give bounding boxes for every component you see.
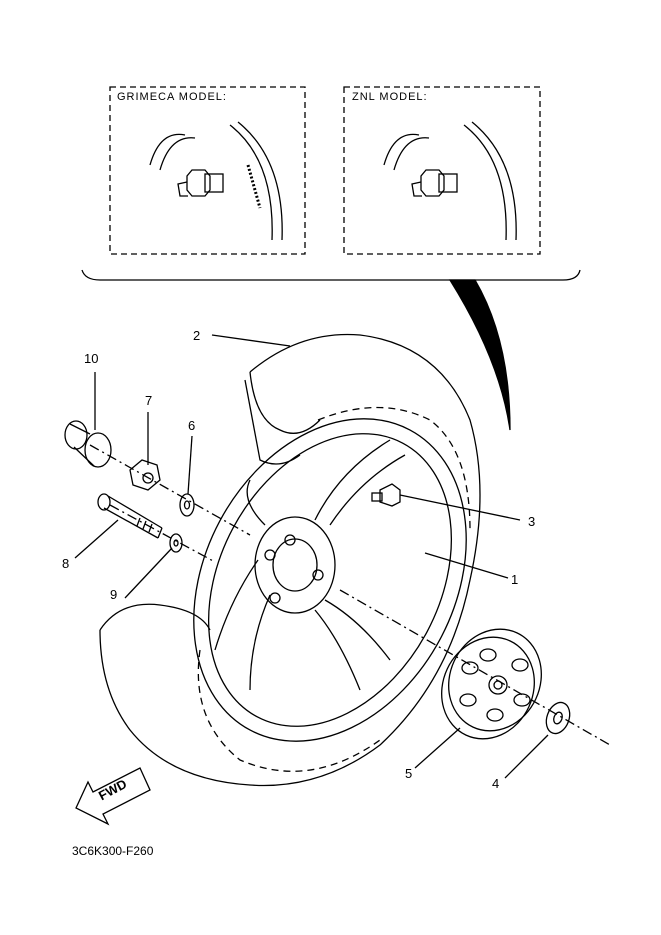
callout-5: 5 [405,766,413,781]
leader-5 [414,727,461,769]
assembly-axis-right [339,589,611,746]
callout-1: 1 [511,572,519,587]
callout-10: 10 [84,351,99,366]
leader-9 [124,547,173,599]
callout-6: 6 [188,418,196,433]
washer-9 [169,533,183,553]
fwd-arrow-icon [75,767,151,826]
znl-inset-drawing [383,121,517,241]
wheel-rim [193,418,467,742]
nut [129,459,161,491]
inset-title-znl: ZNL MODEL: [352,91,428,103]
part-code: 3C6K300-F260 [72,844,154,858]
assembly-axis-lower [109,504,216,563]
leader-3 [399,494,521,521]
inset-box-znl [343,86,541,255]
callout-9: 9 [110,587,118,602]
callout-8: 8 [62,556,70,571]
callout-3: 3 [528,514,536,529]
grimeca-inset-drawing [149,121,283,241]
assembly-axis-left [89,444,251,536]
callout-2: 2 [193,328,201,343]
leader-1 [424,552,509,579]
washer-6 [179,493,195,517]
inset-bracket [81,269,581,281]
callout-7: 7 [145,393,153,408]
valve [371,483,401,507]
callout-4: 4 [492,776,500,791]
tire-outline [99,333,481,787]
washer-4 [545,701,571,735]
bolt [97,493,163,539]
inset-pointer [448,279,511,431]
leader-4 [504,734,549,779]
leader-2 [211,334,291,347]
collar [64,420,112,468]
inset-box-grimeca [109,86,306,255]
clutch-hub [441,628,542,740]
leader-6 [187,435,193,495]
inset-title-grimeca: GRIMECA MODEL: [117,91,227,103]
leader-8 [74,519,119,559]
